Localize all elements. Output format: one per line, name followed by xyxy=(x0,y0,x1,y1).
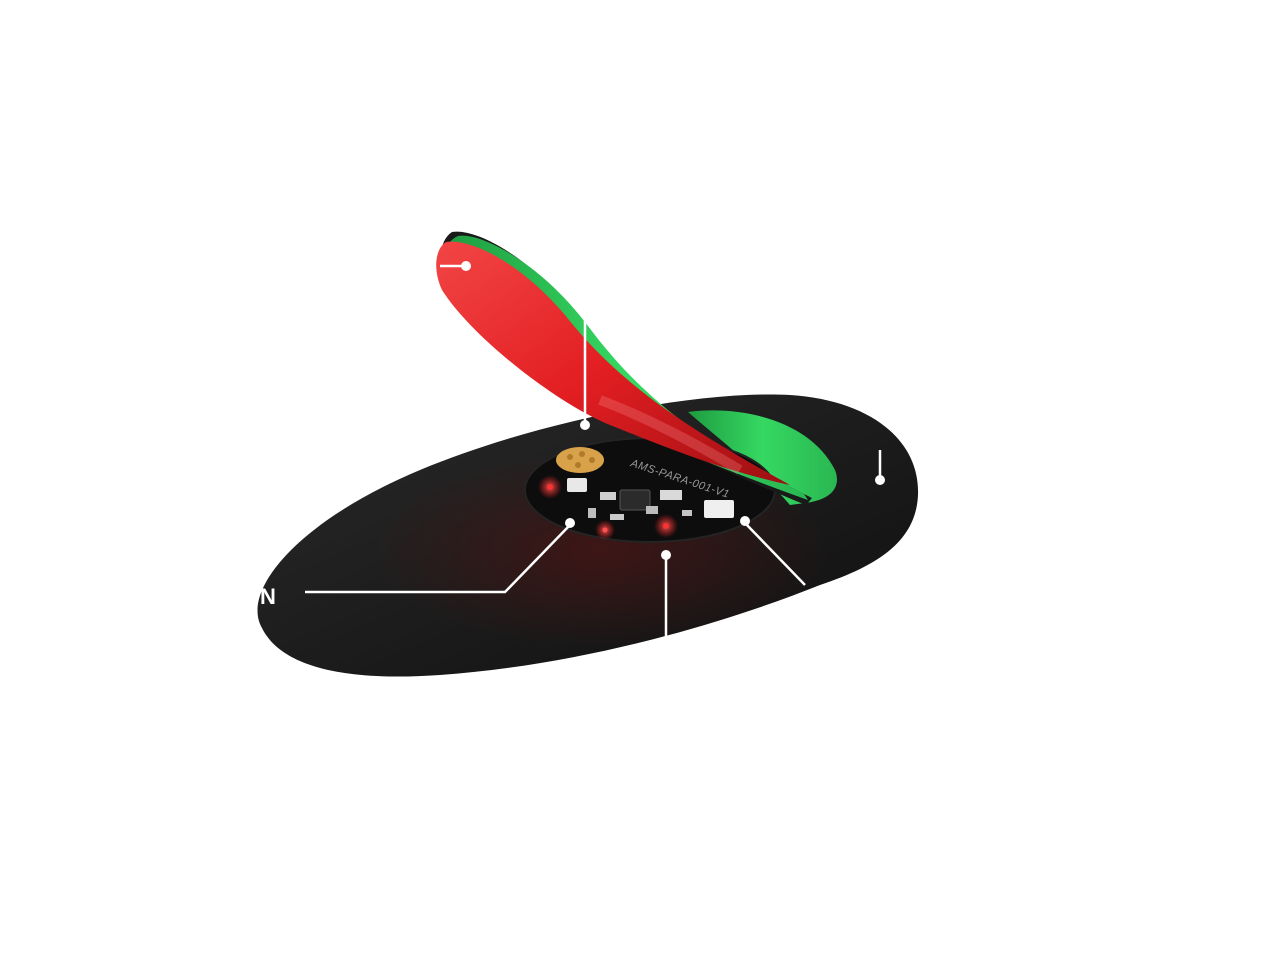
microcontroller-chip xyxy=(619,489,651,511)
component xyxy=(588,508,596,518)
led xyxy=(663,523,669,529)
led xyxy=(547,484,553,490)
component xyxy=(610,514,624,520)
callout-dot xyxy=(875,475,885,485)
callout-dot xyxy=(661,550,671,560)
callout-dot xyxy=(565,518,575,528)
led xyxy=(602,527,608,533)
callout-letter-n: N xyxy=(260,584,276,609)
component xyxy=(567,478,587,492)
component xyxy=(660,490,682,500)
green-pad xyxy=(688,410,837,505)
callout-dot xyxy=(580,420,590,430)
component xyxy=(682,510,692,516)
callout-dot xyxy=(740,516,750,526)
callout-lines xyxy=(305,264,882,640)
raised-flap xyxy=(436,231,812,506)
pcb-board: AMS-PARA-001-V1 xyxy=(524,437,776,543)
component xyxy=(646,506,658,514)
component xyxy=(704,500,734,518)
callout-dot xyxy=(461,261,471,271)
component xyxy=(600,492,616,500)
gold-pad xyxy=(556,447,604,473)
callout-dots xyxy=(461,261,885,560)
